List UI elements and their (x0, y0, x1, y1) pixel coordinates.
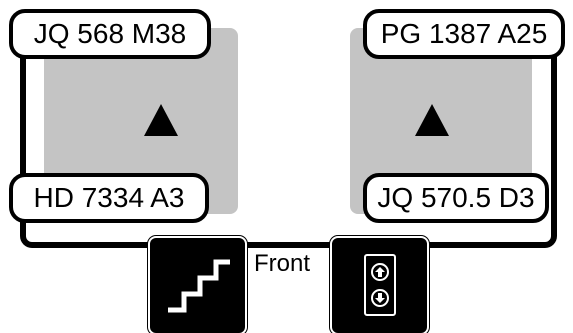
elevator-down-icon[interactable] (371, 289, 389, 307)
up-arrow-icon (144, 104, 178, 136)
stairs-glyph (168, 259, 230, 313)
elevator-panel (364, 254, 396, 316)
front-label: Front (254, 250, 311, 277)
floor-outline (20, 20, 557, 248)
up-arrow-icon (415, 104, 449, 136)
range-label-bottom-left[interactable]: HD 7334 A3 (9, 173, 209, 223)
range-label-top-right[interactable]: PG 1387 A25 (363, 9, 565, 59)
range-label-bottom-right[interactable]: JQ 570.5 D3 (363, 173, 549, 223)
elevator-icon[interactable] (332, 238, 427, 333)
range-label-top-left[interactable]: JQ 568 M38 (9, 9, 211, 59)
elevator-up-icon[interactable] (371, 263, 389, 281)
stairs-icon[interactable] (150, 238, 245, 333)
